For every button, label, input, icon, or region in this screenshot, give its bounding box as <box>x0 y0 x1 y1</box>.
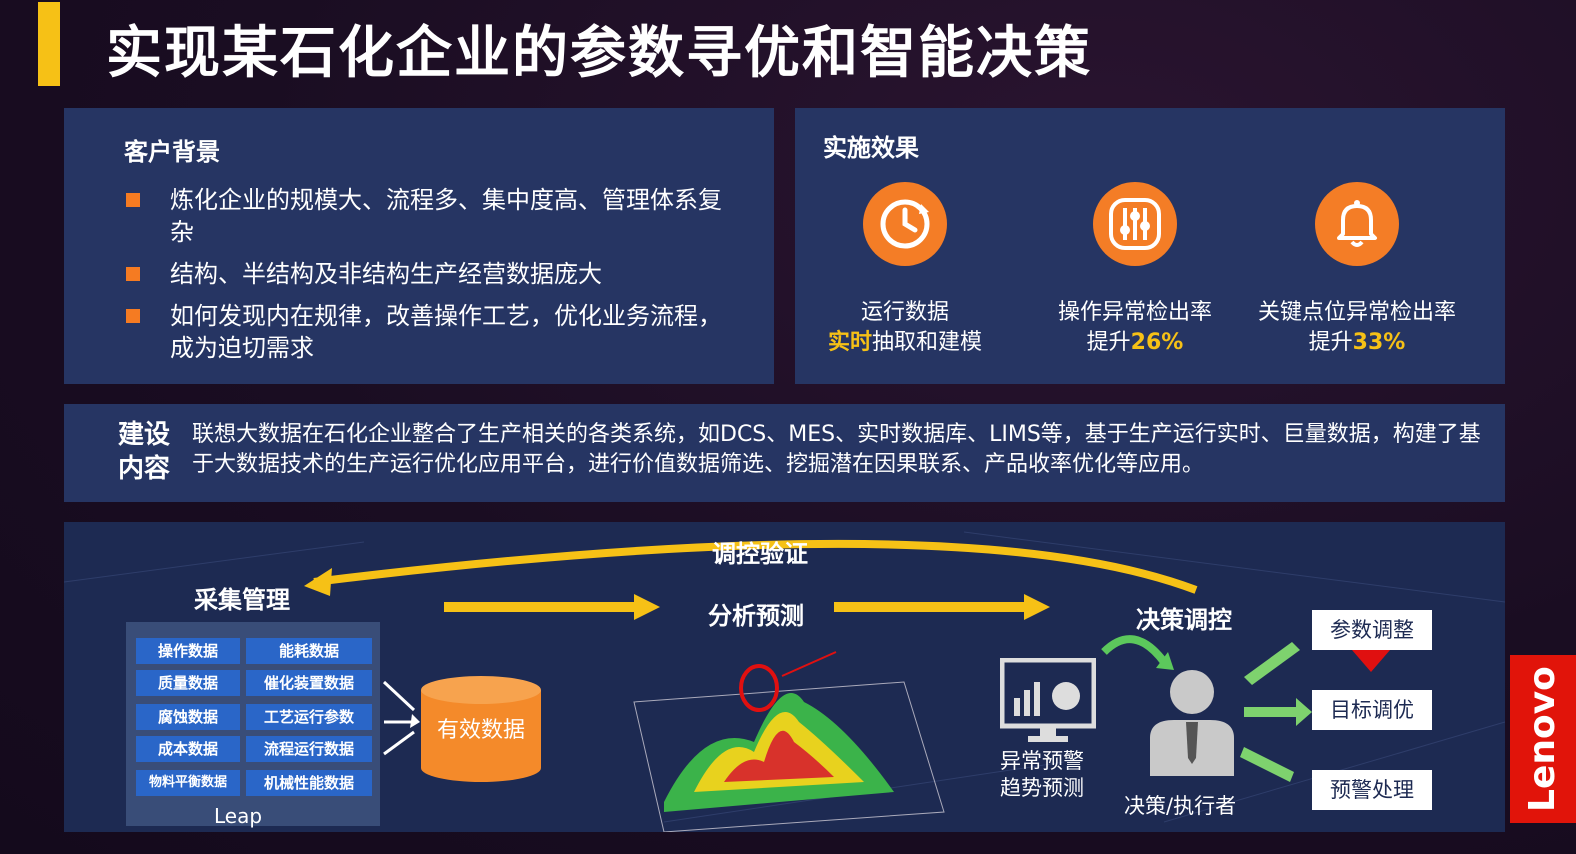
data-chip: 流程运行数据 <box>246 736 372 762</box>
valid-data-label: 有效数据 <box>436 718 525 743</box>
monitor-chart-icon <box>1000 658 1096 742</box>
bell-icon <box>1315 182 1399 266</box>
data-chip: 腐蚀数据 <box>136 704 240 730</box>
data-chip: 能耗数据 <box>246 638 372 664</box>
database-cylinder-icon <box>421 676 541 782</box>
leap-label: Leap <box>214 804 263 828</box>
analyze-label: 分析预测 <box>708 602 804 630</box>
bullet-square-icon <box>126 309 140 323</box>
build-content-label: 建设内容 <box>118 420 171 484</box>
data-chip: 机械性能数据 <box>246 770 372 796</box>
target-optimize-box: 目标调优 <box>1312 690 1432 730</box>
executor-label: 决策/执行者 <box>1124 794 1237 818</box>
effect-item-operation-anomaly: 操作异常检出率 提升26% <box>1025 182 1245 358</box>
background-bullet-2: 结构、半结构及非结构生产经营数据庞大 <box>126 258 726 290</box>
flow-diagram-panel: 调控验证 采集管理 分析预测 决策调控 操作数据 能耗数据 质量数据 催化装置数… <box>64 522 1505 832</box>
monitor-label: 异常预警 趋势预测 <box>1000 749 1084 800</box>
effects-heading: 实施效果 <box>823 134 919 162</box>
data-chip: 物料平衡数据 <box>136 770 240 796</box>
implementation-effects-panel: 实施效果 运行数据 实时抽取和建模 操作异常检出率 提升26% <box>795 108 1505 384</box>
clock-refresh-icon <box>863 182 947 266</box>
bullet-square-icon <box>126 267 140 281</box>
effect-item-realtime: 运行数据 实时抽取和建模 <box>795 182 1015 358</box>
lenovo-logo: Lenovo <box>1522 666 1563 812</box>
sliders-icon <box>1093 182 1177 266</box>
data-chip: 操作数据 <box>136 638 240 664</box>
surface-plot <box>633 651 945 832</box>
data-chip: 工艺运行参数 <box>246 704 372 730</box>
title-accent-bar <box>38 2 60 86</box>
data-chip: 催化装置数据 <box>246 670 372 696</box>
decide-label: 决策调控 <box>1136 606 1232 634</box>
data-sources-box: 操作数据 能耗数据 质量数据 催化装置数据 腐蚀数据 工艺运行参数 成本数据 流… <box>126 622 380 826</box>
background-bullet-1: 炼化企业的规模大、流程多、集中度高、管理体系复杂 <box>126 184 726 248</box>
alarm-handle-box: 预警处理 <box>1312 770 1432 810</box>
lenovo-logo-tab <box>1510 655 1576 823</box>
build-content-panel: 建设内容 联想大数据在石化企业整合了生产相关的各类系统，如DCS、MES、实时数… <box>64 404 1505 502</box>
feedback-label: 调控验证 <box>712 540 808 568</box>
param-adjust-box: 参数调整 <box>1312 610 1432 650</box>
customer-background-panel: 客户背景 炼化企业的规模大、流程多、集中度高、管理体系复杂 结构、半结构及非结构… <box>64 108 774 384</box>
data-chip: 质量数据 <box>136 670 240 696</box>
build-content-text: 联想大数据在石化企业整合了生产相关的各类系统，如DCS、MES、实时数据库、LI… <box>192 422 1481 477</box>
flow-arrows <box>64 531 1505 832</box>
background-bullet-3: 如何发现内在规律，改善操作工艺，优化业务流程，成为迫切需求 <box>126 300 726 364</box>
collect-label: 采集管理 <box>194 586 290 614</box>
executor-person-icon <box>1150 670 1234 776</box>
effect-item-keypoint-anomaly: 关键点位异常检出率 提升33% <box>1247 182 1467 358</box>
bullet-square-icon <box>126 193 140 207</box>
data-chip: 成本数据 <box>136 736 240 762</box>
customer-background-heading: 客户背景 <box>124 138 220 166</box>
page-title: 实现某石化企业的参数寻优和智能决策 <box>106 21 1092 86</box>
